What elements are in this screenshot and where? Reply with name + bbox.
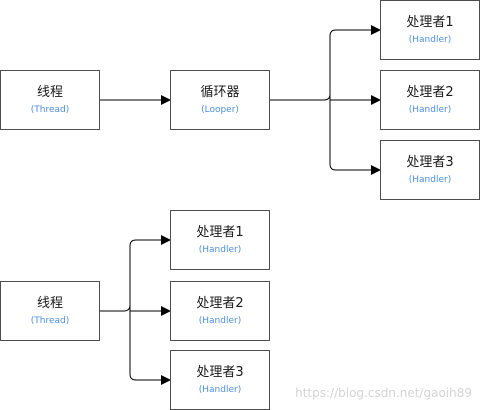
handler-node-2a-title: 处理者2 [406,84,454,100]
looper-node-subtitle: (Looper) [201,104,239,115]
handler-node-2a-subtitle: (Handler) [408,104,452,115]
thread-node-1: 线程 (Thread) [0,70,100,130]
thread-node-2-subtitle: (Thread) [30,315,70,326]
handler-node-2b: 处理者2 (Handler) [170,281,270,341]
watermark-text: https://blog.csdn.net/gaoih89 [295,386,472,400]
looper-node-title: 循环器 [200,84,240,100]
handler-node-1b: 处理者1 (Handler) [170,210,270,270]
handler-node-1b-subtitle: (Handler) [198,244,242,255]
looper-node: 循环器 (Looper) [170,70,270,130]
handler-node-1a: 处理者1 (Handler) [380,0,480,60]
handler-node-3a-title: 处理者3 [406,154,454,170]
handler-node-3a-subtitle: (Handler) [408,174,452,185]
thread-node-2: 线程 (Thread) [0,281,100,341]
handler-node-1a-subtitle: (Handler) [408,34,452,45]
handler-node-2b-title: 处理者2 [196,295,244,311]
thread-node-2-title: 线程 [36,295,63,311]
handler-node-1a-title: 处理者1 [406,14,454,30]
handler-node-1b-title: 处理者1 [196,224,244,240]
thread-node-1-title: 线程 [36,84,63,100]
handler-node-3a: 处理者3 (Handler) [380,140,480,200]
handler-node-3b-title: 处理者3 [196,364,244,380]
brace-thread-to-handlers [100,239,160,381]
brace-looper-to-handlers [270,29,370,171]
handler-node-2a: 处理者2 (Handler) [380,70,480,130]
handler-node-2b-subtitle: (Handler) [198,315,242,326]
handler-node-3b: 处理者3 (Handler) [170,350,270,410]
thread-node-1-subtitle: (Thread) [30,104,70,115]
handler-node-3b-subtitle: (Handler) [198,384,242,395]
